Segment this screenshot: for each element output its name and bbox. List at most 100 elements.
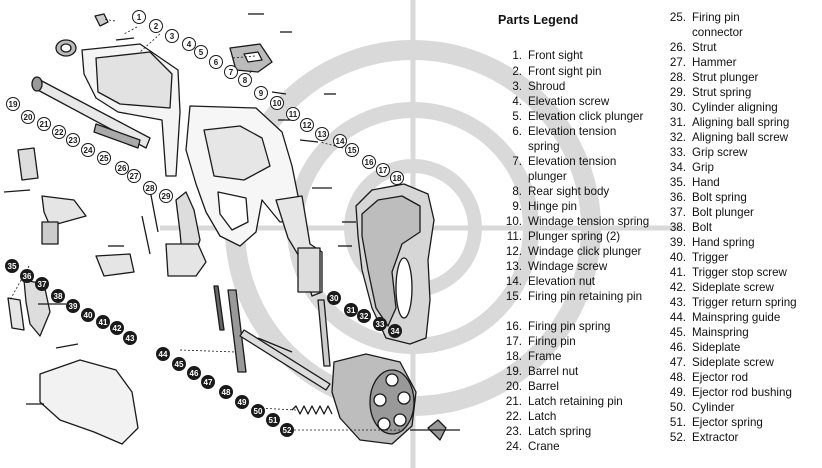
legend-item-number: 2. — [512, 65, 522, 78]
callout-11: 11 — [286, 107, 300, 121]
callout-number: 47 — [204, 378, 213, 387]
legend-item: 46.Sideplate — [662, 340, 822, 355]
callout-circle — [327, 291, 341, 305]
callout-circle — [201, 375, 215, 389]
legend-item-description: Hammer — [692, 56, 737, 69]
legend-item: 29.Strut spring — [662, 85, 822, 100]
legend-item: 19.Barrel nut — [498, 364, 678, 379]
legend-item-description: Cylinder aligning — [692, 101, 778, 114]
callout-circle — [280, 423, 294, 437]
legend-item: 14.Elevation nut — [498, 274, 678, 289]
legend-item-number: 25. — [669, 11, 686, 24]
callout-circle — [143, 181, 157, 195]
legend-item-description: Plunger spring (2) — [528, 230, 621, 243]
callout-circle — [37, 117, 51, 131]
callout-number: 23 — [69, 136, 78, 145]
legend-item: 27.Hammer — [662, 55, 822, 70]
callout-7: 7 — [224, 65, 238, 79]
callout-50: 50 — [251, 404, 265, 418]
legend-item: 17.Firing pin — [498, 334, 678, 349]
legend-item-number: 48. — [669, 371, 686, 384]
legend-item-description: Hand — [692, 176, 720, 189]
legend-item-description: Grip — [692, 161, 714, 174]
legend-item: 2. Front sight pin — [498, 64, 678, 79]
callout-8: 8 — [238, 73, 252, 87]
legend-item: 52.Extractor — [662, 430, 822, 445]
front-sight-part — [94, 13, 109, 27]
callout-circle — [238, 73, 252, 87]
legend-item: 37.Bolt plunger — [662, 205, 822, 220]
legend-item-number: 51. — [669, 416, 686, 429]
callout-circle — [132, 10, 146, 24]
ejector-spring-part — [291, 405, 333, 415]
legend-item: 36.Bolt spring — [662, 190, 822, 205]
legend-item-number: 14. — [505, 275, 522, 288]
callout-number: 2 — [154, 22, 159, 31]
legend-item-number: 10. — [505, 215, 522, 228]
callout-number: 6 — [214, 58, 219, 67]
callout-circle — [110, 321, 124, 335]
callout-39: 39 — [66, 299, 80, 313]
legend-item-number: 37. — [669, 206, 686, 219]
legend-item-number: 47. — [669, 356, 686, 369]
legend-item-description: Trigger return spring — [692, 296, 797, 309]
legend-item: 33.Grip screw — [662, 145, 822, 160]
callout-number: 11 — [289, 110, 298, 119]
callout-number: 49 — [238, 398, 247, 407]
callout-34: 34 — [388, 324, 402, 338]
callout-number: 18 — [393, 174, 402, 183]
legend-item: 1.Front sight — [498, 48, 678, 63]
legend-item-number: 11. — [506, 230, 522, 243]
callout-32: 32 — [357, 309, 371, 323]
legend-item-description: Aligning ball screw — [692, 131, 789, 144]
callout-circle — [362, 155, 376, 169]
callout-circle — [344, 303, 358, 317]
legend-item-number: 24. — [505, 440, 522, 453]
callout-number: 26 — [118, 164, 127, 173]
callout-number: 48 — [222, 388, 231, 397]
callout-44: 44 — [156, 347, 170, 361]
legend-item: 38.Bolt — [662, 220, 822, 235]
legend-item-number: 23. — [505, 425, 522, 438]
bolt-part — [165, 243, 207, 277]
callout-circle — [187, 366, 201, 380]
legend-item-description: Aligning ball spring — [692, 116, 790, 129]
callout-circle — [315, 127, 329, 141]
callout-number: 43 — [126, 334, 135, 343]
legend-item-description: Mainspring — [692, 326, 749, 339]
callout-number: 25 — [100, 154, 109, 163]
legend-item-description: Elevation click plunger — [528, 110, 644, 123]
callout-49: 49 — [235, 395, 249, 409]
legend-item-description: Firing pin spring — [528, 320, 611, 333]
legend-item-number: 9. — [512, 200, 522, 213]
callout-number: 19 — [9, 100, 18, 109]
callout-circle — [81, 143, 95, 157]
callout-circle — [159, 189, 173, 203]
legend-item-description: Rear sight body — [528, 185, 610, 198]
legend-item-number: 45. — [669, 326, 686, 339]
callout-number: 20 — [24, 113, 33, 122]
legend-item-description: Hinge pin — [528, 200, 577, 213]
callout-number: 32 — [360, 312, 369, 321]
callout-number: 30 — [330, 294, 339, 303]
legend-item-description: Front sight pin — [528, 65, 602, 78]
legend-item-description: Hand spring — [692, 236, 755, 249]
legend-item-number: 26. — [669, 41, 686, 54]
legend-item: 20.Barrel — [498, 379, 678, 394]
callout-3: 3 — [165, 29, 179, 43]
callout-number: 50 — [254, 407, 263, 416]
legend-item: 35.Hand — [662, 175, 822, 190]
callout-markers: 1234567891011121314151617181920212223242… — [5, 10, 404, 437]
legend-item: 10.Windage tension spring — [498, 214, 678, 229]
legend-item-description: Sideplate screw — [692, 356, 774, 369]
legend-item: 48.Ejector rod — [662, 370, 822, 385]
callout-52: 52 — [280, 423, 294, 437]
callout-31: 31 — [344, 303, 358, 317]
callout-circle — [251, 404, 265, 418]
callout-circle — [52, 125, 66, 139]
callout-number: 35 — [8, 262, 17, 271]
legend-item-number: 13. — [505, 260, 522, 273]
legend-item-description: Firing pin retaining pin — [528, 290, 643, 303]
